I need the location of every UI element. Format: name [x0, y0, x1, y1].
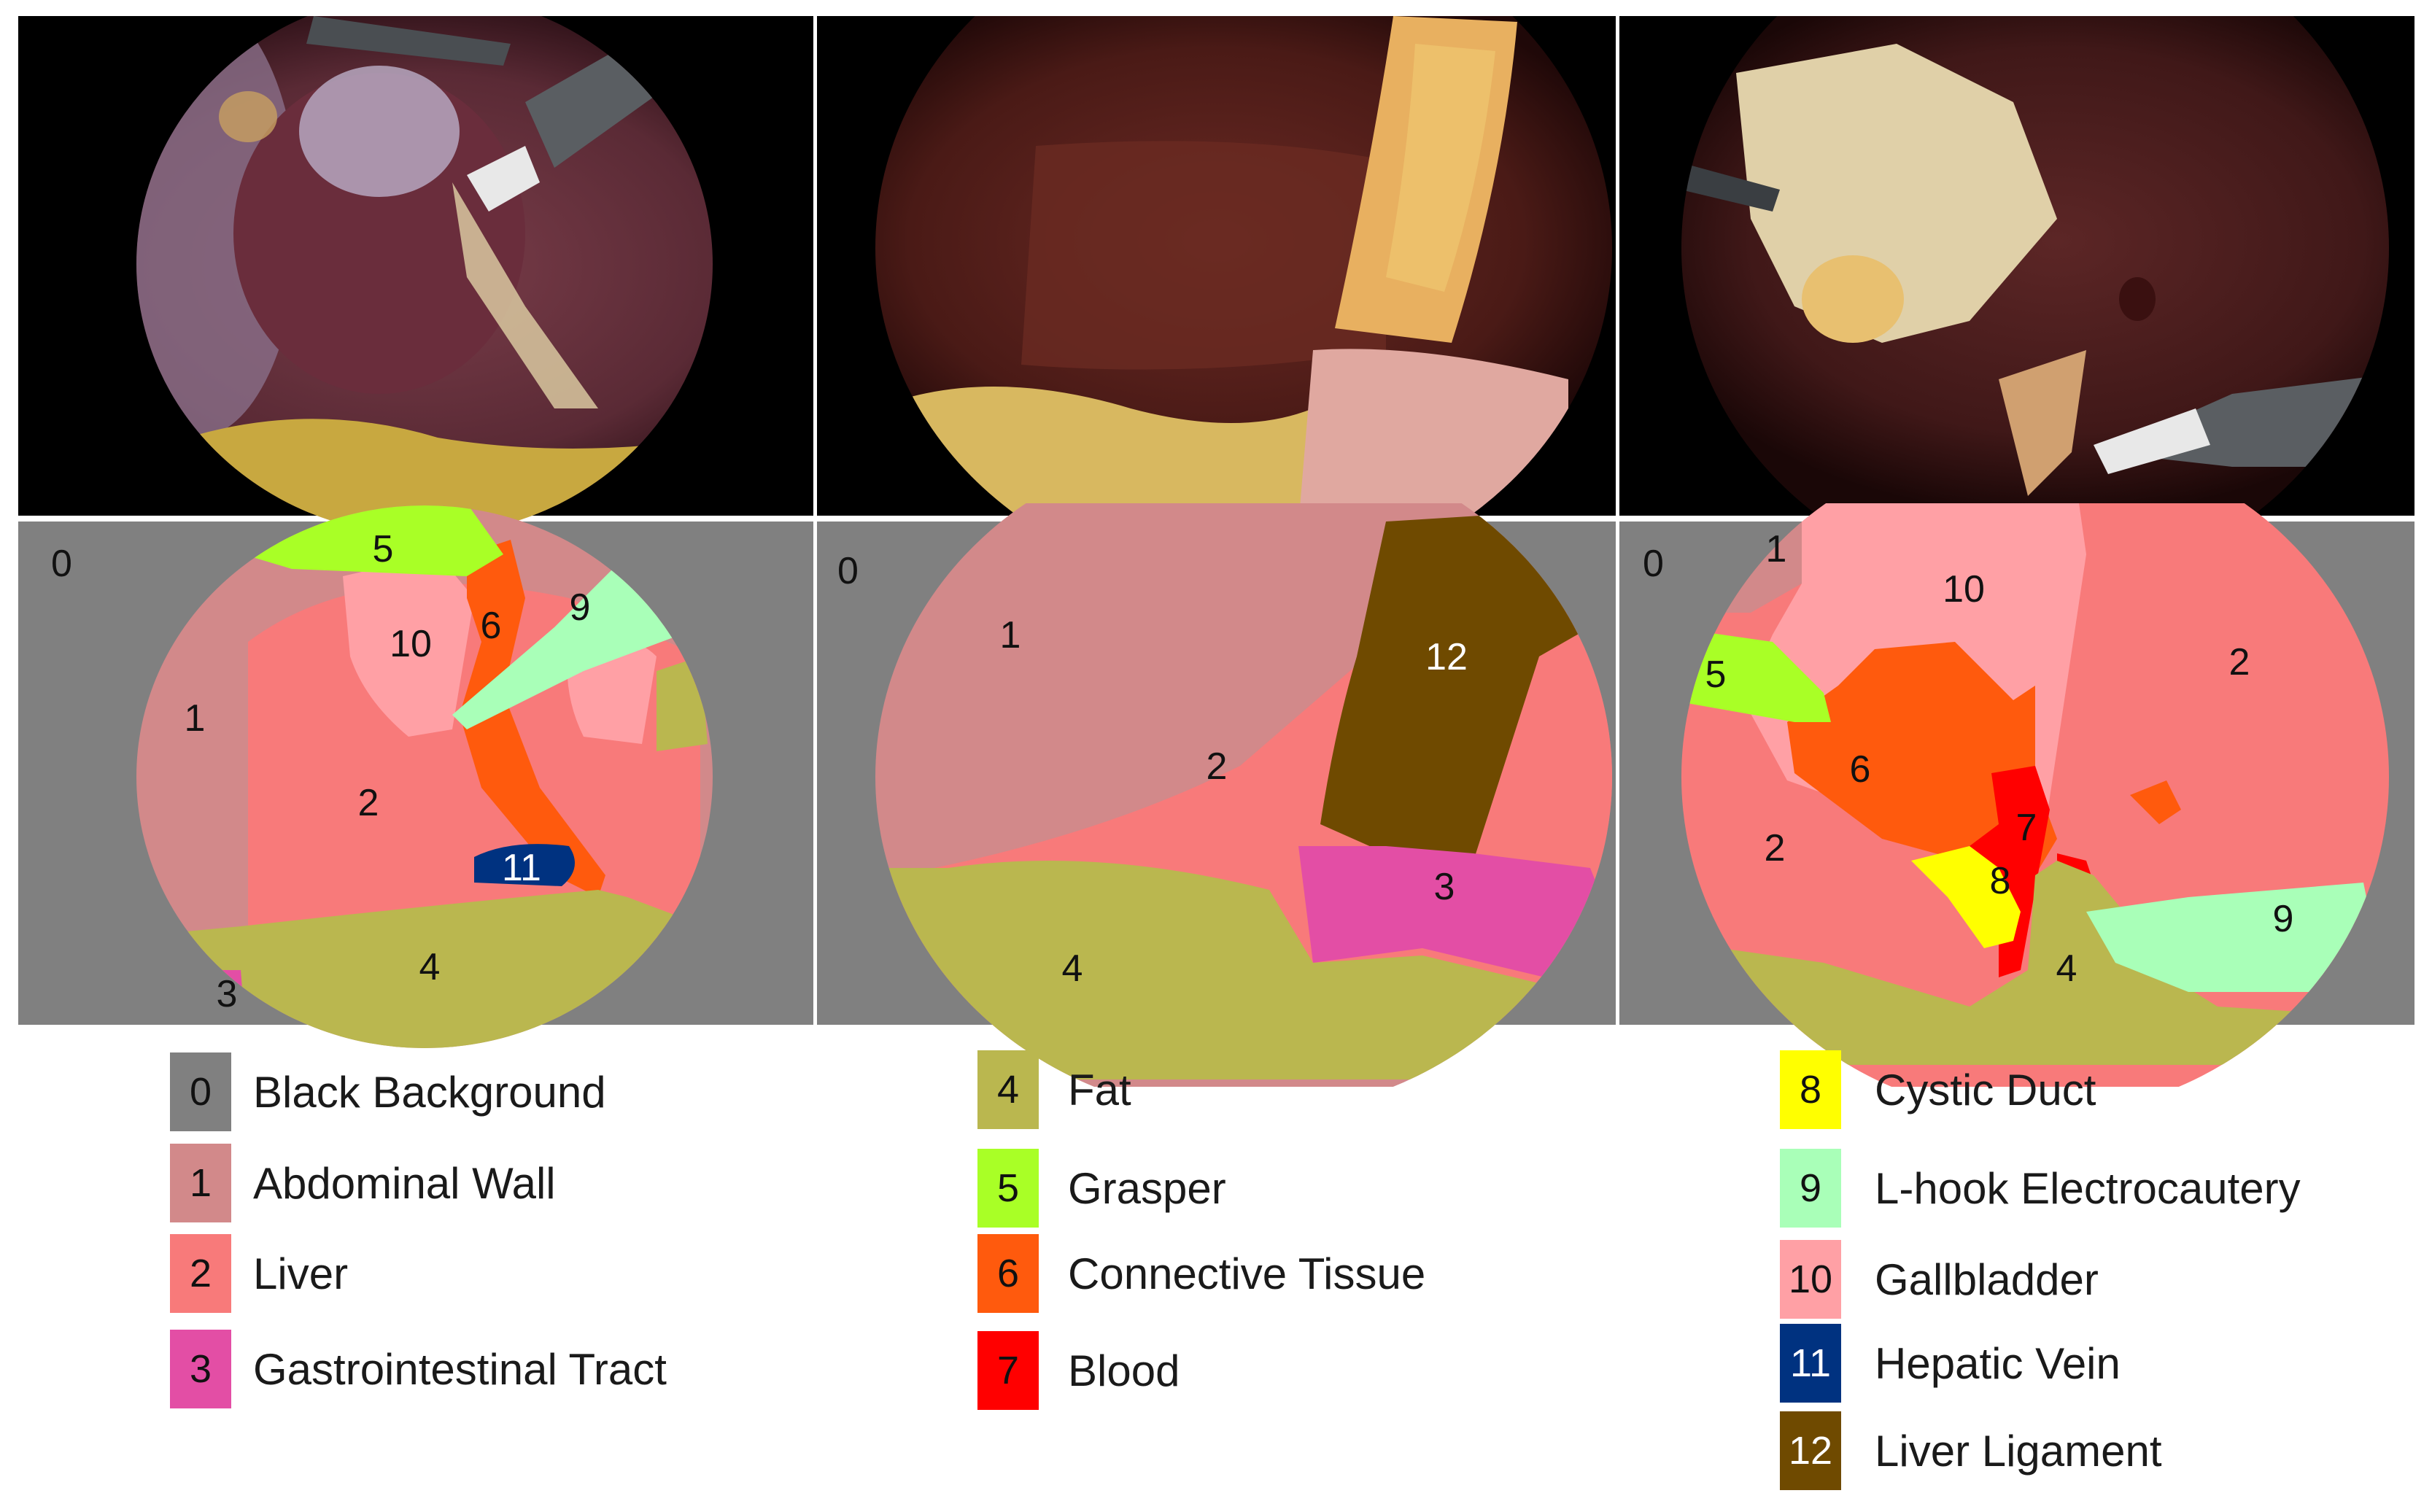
legend-swatch: 9	[1780, 1149, 1841, 1228]
legend-item-fat: 4 Fat	[977, 1050, 1131, 1129]
seg-label: 0	[51, 543, 72, 585]
legend-swatch: 10	[1780, 1240, 1841, 1319]
segmentation-panel-1	[18, 505, 813, 1048]
legend-label: Hepatic Vein	[1875, 1338, 2121, 1388]
legend-swatch: 12	[1780, 1411, 1841, 1490]
seg-label: 12	[1425, 636, 1468, 678]
seg-label: 0	[1643, 543, 1664, 585]
legend-label: Blood	[1068, 1346, 1180, 1395]
legend-item-blood: 7 Blood	[977, 1331, 1180, 1410]
legend-item-grasper: 5 Grasper	[977, 1149, 1226, 1228]
segmentation-labels-panel-2: 0 1 12 2 3 4	[837, 550, 1468, 990]
legend-swatch: 0	[170, 1052, 231, 1131]
seg-label: 9	[2273, 898, 2294, 940]
seg-label: 4	[2056, 947, 2077, 990]
legend-label: Cystic Duct	[1875, 1065, 2096, 1114]
legend-swatch: 5	[977, 1149, 1039, 1228]
segmentation-labels-panel-3: 0 1 10 2 5 6 7 2 8 4 9	[1643, 528, 2293, 990]
seg-label: 8	[1990, 860, 2011, 902]
seg-label: 2	[358, 782, 379, 824]
legend-item-liver: 2 Liver	[170, 1234, 348, 1313]
legend-swatch: 8	[1780, 1050, 1841, 1129]
seg-label: 2	[1765, 827, 1786, 869]
legend-label: Connective Tissue	[1068, 1249, 1426, 1298]
legend-swatch: 7	[977, 1331, 1039, 1410]
seg-label: 10	[390, 623, 432, 665]
legend-item-gastrointestinal-tract: 3 Gastrointestinal Tract	[170, 1330, 667, 1408]
legend-swatch: 3	[170, 1330, 231, 1408]
seg-label: 1	[1766, 528, 1787, 570]
legend-label: Gastrointestinal Tract	[253, 1344, 667, 1394]
legend-label: Black Background	[253, 1067, 606, 1117]
legend-label: Liver	[253, 1249, 349, 1298]
legend-label: Gallbladder	[1875, 1255, 2099, 1304]
segmentation-panel-2	[817, 503, 1616, 1087]
seg-label: 5	[373, 528, 394, 570]
photo-panel-1	[18, 0, 813, 525]
segmentation-labels-panel-1: 0 5 6 9 10 1 2 11 4 3	[51, 528, 590, 1015]
legend-label: Grasper	[1068, 1163, 1226, 1213]
photo-panel-3	[1619, 16, 2414, 516]
seg-label: 7	[2016, 807, 2037, 849]
legend-item-liver-ligament: 12 Liver Ligament	[1780, 1411, 2162, 1490]
seg-label: 4	[419, 946, 441, 988]
seg-label: 2	[2229, 641, 2250, 683]
legend-swatch: 6	[977, 1234, 1039, 1313]
legend-label: Liver Ligament	[1875, 1426, 2162, 1476]
legend-label: L-hook Electrocautery	[1875, 1163, 2301, 1213]
seg-label: 5	[1705, 654, 1727, 696]
seg-label: 2	[1207, 745, 1228, 788]
segmentation-panel-3	[1619, 503, 2414, 1087]
seg-label: 3	[217, 973, 238, 1015]
seg-label: 0	[837, 550, 859, 592]
legend-label: Fat	[1068, 1065, 1131, 1114]
legend-item-black-background: 0 Black Background	[170, 1052, 606, 1131]
legend-label: Abdominal Wall	[253, 1158, 556, 1208]
seg-label: 1	[185, 697, 206, 740]
legend-item-hepatic-vein: 11 Hepatic Vein	[1780, 1324, 2121, 1403]
seg-label: 10	[1943, 568, 1985, 610]
seg-label: 1	[1000, 614, 1021, 656]
seg-label: 11	[502, 847, 541, 889]
legend-swatch: 4	[977, 1050, 1039, 1129]
legend-item-cystic-duct: 8 Cystic Duct	[1780, 1050, 2096, 1129]
seg-label: 3	[1434, 866, 1455, 908]
seg-label: 6	[1850, 748, 1871, 791]
legend-swatch: 1	[170, 1144, 231, 1222]
legend-swatch: 11	[1780, 1324, 1841, 1403]
legend-item-gallbladder: 10 Gallbladder	[1780, 1240, 2099, 1319]
seg-label: 6	[481, 605, 502, 647]
legend-item-abdominal-wall: 1 Abdominal Wall	[170, 1144, 556, 1222]
legend-item-l-hook-electrocautery: 9 L-hook Electrocautery	[1780, 1149, 2301, 1228]
photo-panel-2	[817, 16, 1616, 525]
seg-label: 4	[1062, 947, 1083, 990]
legend-item-connective-tissue: 6 Connective Tissue	[977, 1234, 1425, 1313]
legend-swatch: 2	[170, 1234, 231, 1313]
seg-label: 9	[570, 586, 591, 629]
